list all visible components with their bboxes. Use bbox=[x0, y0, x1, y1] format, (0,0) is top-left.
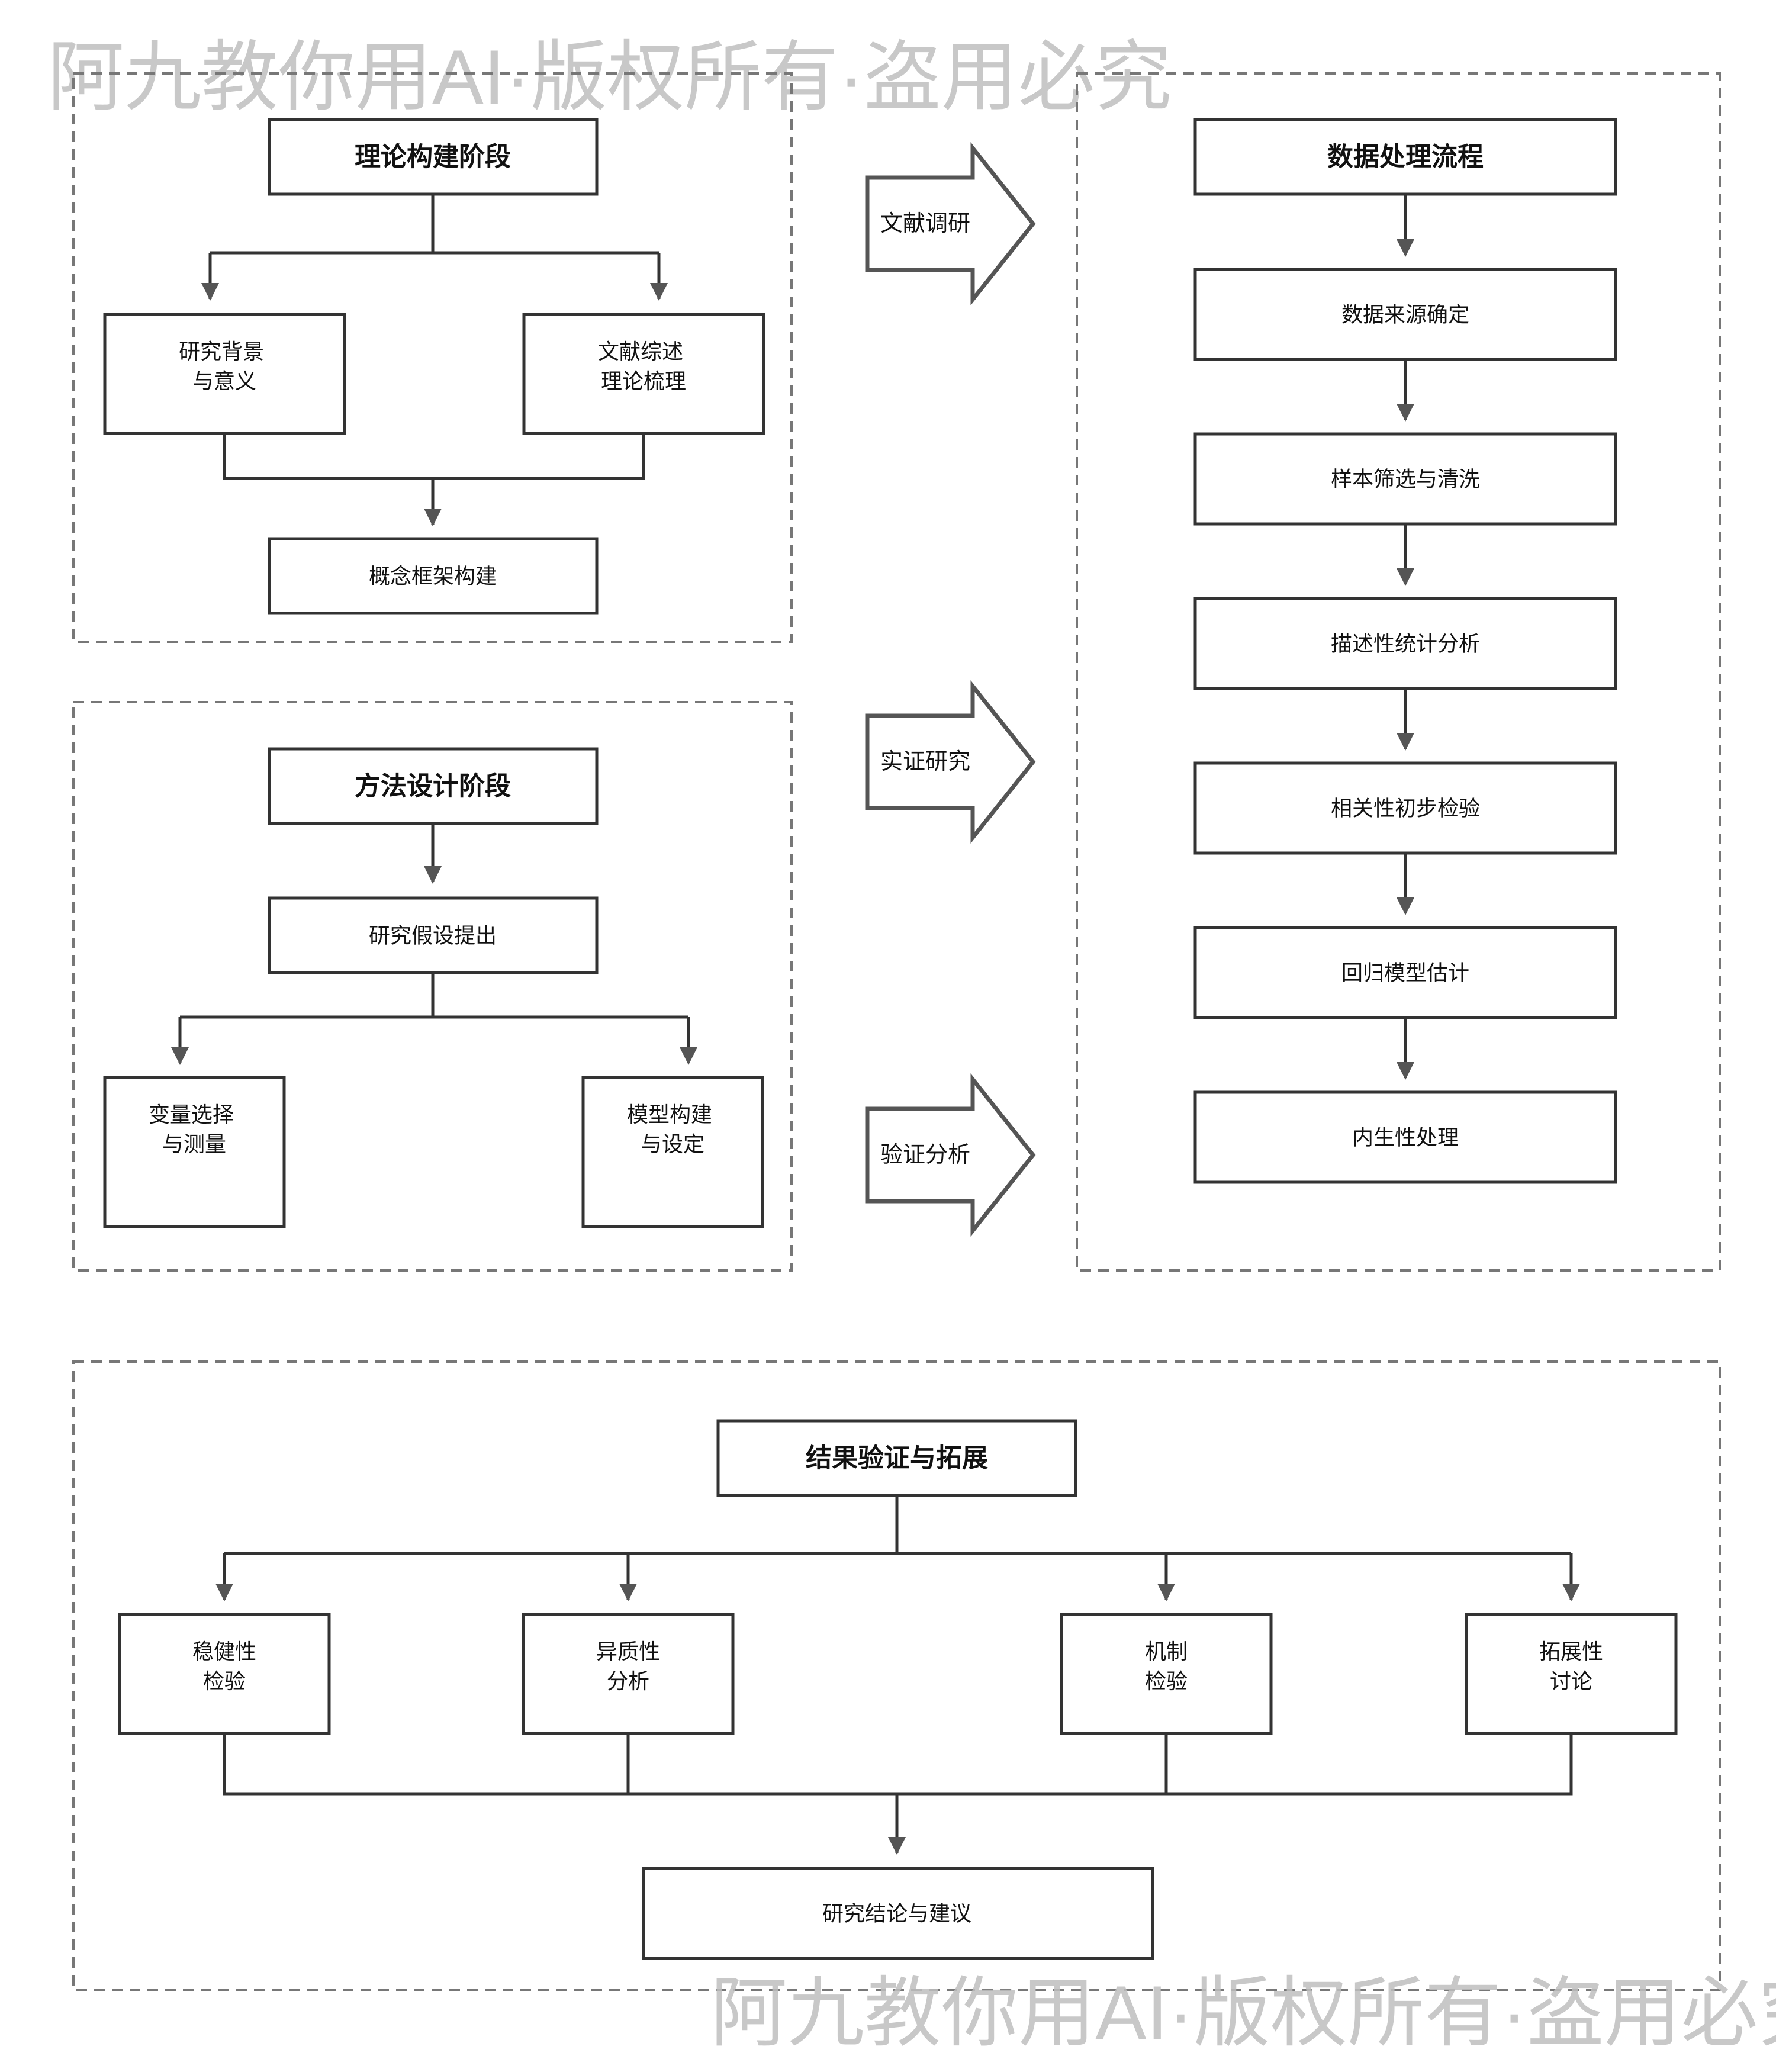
data-flow-title-node: 数据处理流程 bbox=[1193, 118, 1617, 196]
svg-text:稳健性检验: 稳健性检验 bbox=[192, 1639, 256, 1693]
data-flow-step-label: 相关性初步检验 bbox=[1331, 796, 1480, 821]
method-variables-line2: 与测量 bbox=[162, 1132, 226, 1156]
theory-background-line2: 与意义 bbox=[192, 369, 256, 393]
data-flow-step-label: 回归模型估计 bbox=[1341, 961, 1469, 985]
big-arrow-validation-label: 验证分析 bbox=[880, 1143, 970, 1167]
data-flow-step-label: 数据来源确定 bbox=[1341, 303, 1469, 327]
result-connector-merge bbox=[223, 1733, 1573, 1796]
theory-connector-merge bbox=[223, 433, 645, 525]
theory-framework-node: 概念框架构建 bbox=[268, 537, 599, 615]
result-check-line2: 检验 bbox=[1145, 1669, 1188, 1693]
theory-connector-split bbox=[210, 194, 659, 255]
svg-text:变量选择 与测量: 变量选择 与测量 bbox=[149, 1102, 240, 1156]
result-title-node: 结果验证与拓展 bbox=[716, 1419, 1077, 1497]
watermark-top: 阿九教你用AI·版权所有·盗用必究 bbox=[47, 34, 1172, 120]
method-variables-node: 变量选择 与测量 bbox=[103, 1076, 286, 1228]
result-conclusion-node: 研究结论与建议 bbox=[642, 1867, 1154, 1960]
svg-text:模型构建 与设定: 模型构建 与设定 bbox=[627, 1102, 718, 1156]
result-check-line2: 讨论 bbox=[1550, 1669, 1592, 1693]
method-connector-split bbox=[180, 973, 688, 1019]
method-hypothesis-node: 研究假设提出 bbox=[268, 896, 599, 974]
data-flow-step-node: 相关性初步检验 bbox=[1193, 761, 1617, 855]
data-flow-step-label: 描述性统计分析 bbox=[1331, 632, 1480, 656]
result-check-line1: 异质性 bbox=[596, 1639, 660, 1664]
method-variables-line1: 变量选择 bbox=[149, 1102, 234, 1127]
theory-literature-line1: 文献综述 bbox=[598, 339, 683, 363]
big-arrow-literature-label: 文献调研 bbox=[880, 211, 970, 236]
result-title: 结果验证与拓展 bbox=[806, 1444, 988, 1473]
result-conclusion-label: 研究结论与建议 bbox=[822, 1902, 971, 1926]
result-connector-split bbox=[224, 1495, 1571, 1555]
watermark-bottom: 阿九教你用AI·版权所有·盗用必究 bbox=[710, 1970, 1776, 2056]
method-title-node: 方法设计阶段 bbox=[268, 747, 599, 825]
big-arrow-validation: 验证分析 bbox=[865, 1073, 1036, 1237]
big-arrow-empirical: 实证研究 bbox=[865, 680, 1036, 844]
data-flow-step-node: 描述性统计分析 bbox=[1193, 597, 1617, 690]
data-flow-step-node: 内生性处理 bbox=[1193, 1090, 1617, 1184]
data-flow-title: 数据处理流程 bbox=[1327, 143, 1484, 172]
data-flow-group bbox=[1076, 72, 1721, 1272]
result-check-line1: 机制 bbox=[1145, 1639, 1188, 1664]
theory-title-node: 理论构建阶段 bbox=[268, 118, 599, 196]
method-hypothesis-label: 研究假设提出 bbox=[369, 924, 497, 948]
result-check-line1: 稳健性 bbox=[192, 1639, 256, 1664]
data-flow-step-label: 内生性处理 bbox=[1352, 1125, 1459, 1150]
result-stage-group bbox=[72, 1360, 1721, 1991]
svg-text:异质性分析: 异质性分析 bbox=[596, 1639, 660, 1693]
theory-framework-label: 概念框架构建 bbox=[369, 564, 497, 588]
data-flow-step-node: 样本筛选与清洗 bbox=[1193, 432, 1617, 526]
theory-title: 理论构建阶段 bbox=[355, 143, 511, 172]
big-arrow-literature: 文献调研 bbox=[865, 141, 1036, 306]
method-stage-group bbox=[72, 701, 793, 1272]
big-arrow-empirical-label: 实证研究 bbox=[880, 749, 970, 774]
svg-text:机制检验: 机制检验 bbox=[1145, 1639, 1188, 1693]
theory-stage-group bbox=[72, 72, 793, 643]
data-flow-step-node: 数据来源确定 bbox=[1193, 268, 1617, 361]
result-check-node: 稳健性检验 bbox=[118, 1613, 331, 1735]
svg-text:研究背景 与意义: 研究背景 与意义 bbox=[179, 339, 270, 393]
result-check-node: 机制检验 bbox=[1060, 1613, 1273, 1735]
method-title: 方法设计阶段 bbox=[355, 772, 511, 801]
svg-text:文献综述 理论梳理: 文献综述 理论梳理 bbox=[598, 339, 689, 393]
result-check-line1: 拓展性 bbox=[1539, 1639, 1603, 1664]
svg-text:拓展性讨论: 拓展性讨论 bbox=[1539, 1639, 1603, 1693]
theory-literature-node: 文献综述 理论梳理 bbox=[522, 313, 765, 435]
method-model-node: 模型构建 与设定 bbox=[581, 1076, 764, 1228]
theory-literature-line2: 理论梳理 bbox=[601, 369, 686, 393]
theory-background-node: 研究背景 与意义 bbox=[103, 313, 346, 435]
result-check-line2: 检验 bbox=[203, 1669, 246, 1693]
result-check-line2: 分析 bbox=[607, 1669, 649, 1693]
theory-background-line1: 研究背景 bbox=[179, 339, 264, 363]
method-model-line1: 模型构建 bbox=[627, 1102, 712, 1127]
result-check-node: 异质性分析 bbox=[522, 1613, 735, 1735]
data-flow-step-label: 样本筛选与清洗 bbox=[1331, 467, 1480, 491]
result-check-node: 拓展性讨论 bbox=[1465, 1613, 1678, 1735]
method-model-line2: 与设定 bbox=[641, 1132, 704, 1156]
data-flow-step-node: 回归模型估计 bbox=[1193, 926, 1617, 1019]
